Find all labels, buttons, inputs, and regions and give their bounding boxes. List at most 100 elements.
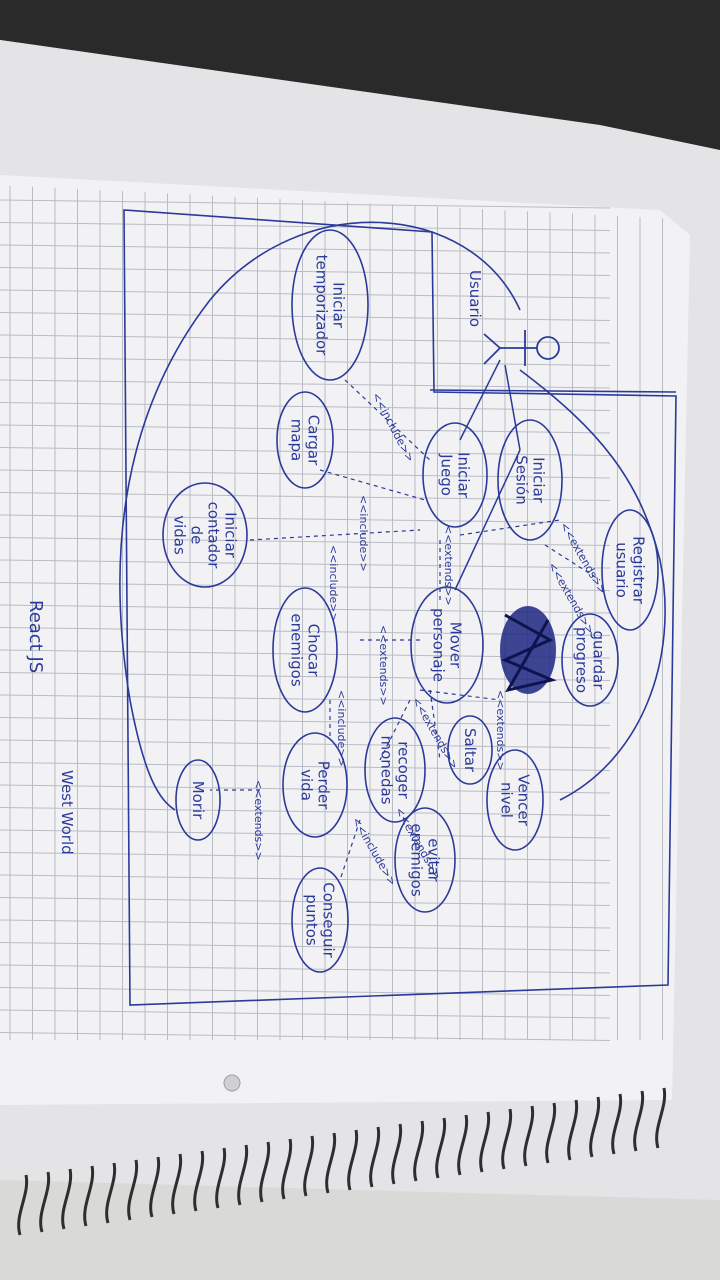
use-case-label-iniciar-sesion: Sesión <box>513 455 531 504</box>
grid-line <box>0 447 611 456</box>
grid-line <box>0 739 611 749</box>
grid-line <box>0 267 611 276</box>
use-case-label-evitar-enemigos: enemigos <box>408 823 426 896</box>
use-case-cargar-mapa <box>276 391 334 489</box>
use-case-registrar-usuario <box>601 509 659 631</box>
grid-line <box>0 942 611 951</box>
use-case-label-mover-personaje: Mover <box>447 622 465 669</box>
use-case-label-chocar-enemigos: enemigos <box>288 613 306 686</box>
grid-line <box>0 852 611 861</box>
use-case-perder-vida <box>282 732 348 838</box>
use-case-label-registrar-usuario: Registrar <box>630 536 648 605</box>
use-case-evitar-enemigos <box>394 807 456 913</box>
dark-corner <box>0 0 720 160</box>
grid-line <box>0 289 611 299</box>
grid-line <box>0 402 611 411</box>
grid-line <box>0 897 611 906</box>
spiral-coil <box>655 1087 667 1149</box>
spiral-binding <box>17 1087 667 1236</box>
relation-label-include: <<include>> <box>357 495 370 572</box>
enclosing-loop-right <box>519 369 666 801</box>
grid-line <box>0 762 611 771</box>
relation-label-extends: <<extends>> <box>377 625 390 706</box>
use-case-morir <box>175 759 221 841</box>
use-case-label-iniciar-juego: Iniciar <box>455 452 473 499</box>
spiral-coil <box>171 1153 183 1215</box>
use-case-label-evitar-enemigos: evitar <box>425 838 443 882</box>
grid-line <box>0 334 611 344</box>
spiral-coil <box>369 1126 381 1188</box>
spiral-coil <box>83 1165 95 1227</box>
use-case-label-iniciar-contador-vidas: vidas <box>171 515 189 555</box>
grid-line <box>0 222 611 231</box>
grid-line <box>0 1009 611 1019</box>
use-case-label-iniciar-juego: Juego <box>438 453 456 496</box>
spiral-coil <box>633 1090 645 1152</box>
grid-line <box>0 717 611 726</box>
grid-line <box>0 424 611 434</box>
relation-label-include: <<include>> <box>327 545 340 622</box>
use-case-labels: IniciartemporizadorCargarmapaIniciarcont… <box>171 255 648 959</box>
use-case-chocar-enemigos <box>272 587 338 713</box>
use-case-label-conseguir-puntos: Conseguir <box>320 882 338 958</box>
spiral-coil <box>259 1141 271 1203</box>
use-case-label-iniciar-contador-vidas: de <box>188 526 206 545</box>
use-case-label-iniciar-contador-vidas: Iniciar <box>222 512 240 559</box>
actor-label: Usuario <box>466 270 484 327</box>
use-case-label-recoger-monedas: monedas <box>378 735 396 804</box>
note-west-world: West World <box>58 770 76 855</box>
notebook-page <box>0 175 690 1105</box>
spiral-coil <box>325 1132 337 1194</box>
grid-line <box>0 199 611 209</box>
use-case-label-recoger-monedas: recoger <box>395 741 413 799</box>
grid-line <box>0 694 611 704</box>
grid-line <box>0 514 611 524</box>
use-case-iniciar-juego <box>422 422 488 528</box>
spiral-coil <box>589 1096 601 1158</box>
grid-line <box>0 784 611 794</box>
graph-paper-grid <box>0 185 663 1041</box>
use-case-label-conseguir-puntos: puntos <box>303 894 321 946</box>
spiral-coil <box>303 1135 315 1197</box>
use-case-label-perder-vida: Perder <box>315 761 333 810</box>
grid-line <box>0 919 611 929</box>
spiral-coil <box>281 1138 293 1200</box>
use-case-saltar <box>447 715 493 785</box>
use-case-iniciar-temporizador <box>291 229 369 381</box>
use-case-label-iniciar-contador-vidas: contador <box>205 502 223 570</box>
use-case-label-iniciar-temporizador: temporizador <box>313 255 331 357</box>
spiral-coil <box>347 1129 359 1191</box>
grid-line <box>0 964 611 974</box>
use-case-ellipses <box>162 229 659 973</box>
use-case-label-vencer-nivel: Vencer <box>515 774 533 826</box>
use-case-guardar-progreso <box>561 613 619 707</box>
enclosing-loop <box>119 221 521 811</box>
use-case-iniciar-sesion <box>497 419 563 541</box>
spiral-coil <box>523 1105 535 1167</box>
relation-label-extends: <<extends>> <box>494 690 507 771</box>
use-case-vencer-nivel <box>486 749 544 851</box>
spiral-coil <box>457 1114 469 1176</box>
punch-hole <box>223 1074 241 1092</box>
use-case-conseguir-puntos <box>291 867 349 973</box>
grid-line <box>0 537 611 546</box>
relation-label-extends: <<extends>> <box>442 525 455 606</box>
spiral-coil <box>149 1156 161 1218</box>
grid-line <box>0 492 611 501</box>
use-case-label-registrar-usuario: usuario <box>613 542 631 598</box>
spiral-coil <box>105 1162 117 1224</box>
use-case-iniciar-contador-vidas <box>162 482 248 588</box>
spiral-coil <box>611 1093 623 1155</box>
grid-line <box>0 807 611 816</box>
actor-usuario <box>483 330 560 366</box>
spiral-coil <box>237 1144 249 1206</box>
spiral-coil <box>567 1099 579 1161</box>
use-case-label-iniciar-temporizador: Iniciar <box>330 282 348 329</box>
use-case-label-vencer-nivel: nivel <box>498 782 516 818</box>
grid-line <box>0 582 611 591</box>
note-react-js: React JS <box>25 600 46 673</box>
spiral-coil <box>545 1102 557 1164</box>
grid-line <box>0 559 611 569</box>
use-case-label-chocar-enemigos: Chocar <box>305 624 323 678</box>
